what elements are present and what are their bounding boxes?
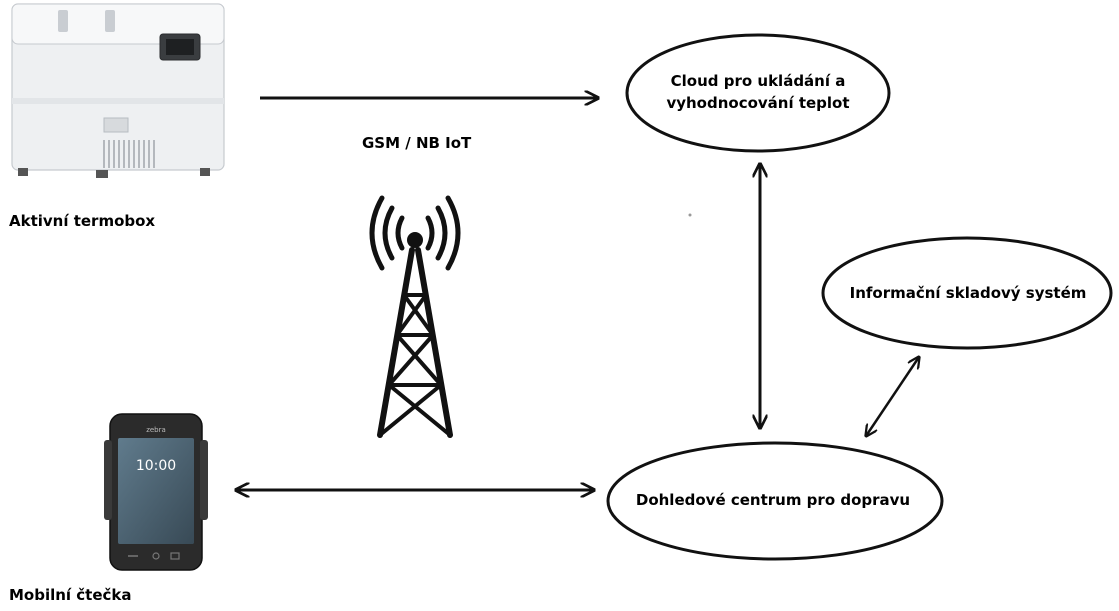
thermobox-image — [11, 3, 225, 178]
mobile-reader-image: zebra 10:00 — [104, 413, 208, 571]
arrow-warehouse-monitoring — [866, 357, 919, 436]
vent-grille — [103, 140, 155, 168]
monitoring-node-text: Dohledové centrum pro dopravu — [635, 491, 911, 509]
warehouse-system-node — [821, 236, 1113, 350]
reader-label: Mobilní čtečka — [9, 586, 132, 604]
cloud-node — [625, 33, 891, 153]
thermobox-label: Aktivní termobox — [9, 212, 156, 230]
reader-brand: zebra — [146, 426, 166, 434]
cloud-line-1: Cloud pro ukládání a — [670, 72, 846, 90]
cloud-line-2: vyhodnocování teplot — [666, 94, 850, 112]
monitoring-center-node — [606, 441, 944, 561]
stray-dot — [688, 213, 692, 217]
reader-time: 10:00 — [136, 458, 176, 474]
warehouse-node-text: Informační skladový systém — [849, 284, 1087, 302]
network-label: GSM / NB IoT — [362, 134, 472, 152]
cloud-node-text: Cloud pro ukládání a vyhodnocování teplo… — [640, 70, 876, 114]
cell-tower-icon — [369, 195, 461, 438]
